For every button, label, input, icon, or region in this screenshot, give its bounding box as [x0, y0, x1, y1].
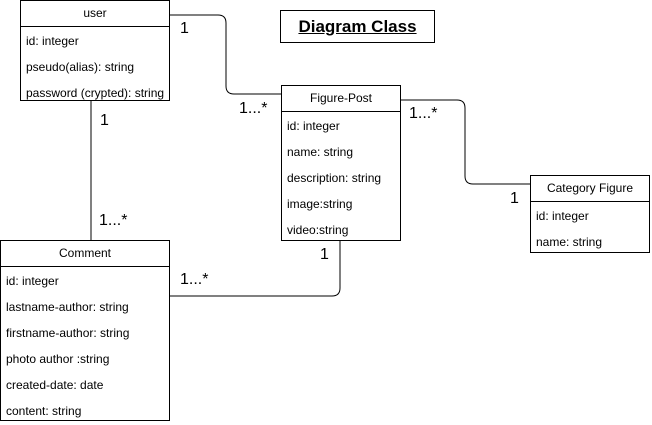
- diagram-title: Diagram Class: [280, 10, 435, 43]
- class-name: Comment: [1, 241, 169, 267]
- multiplicity-label: 1...*: [409, 105, 438, 122]
- multiplicity-label: 1...*: [239, 100, 268, 117]
- association-figure-post-category: [401, 99, 530, 185]
- multiplicity-label: 1: [100, 112, 109, 129]
- attribute-list: id: integer lastname-author: string firs…: [1, 267, 169, 424]
- attribute: id: integer: [6, 274, 59, 288]
- attribute: photo author :string: [6, 352, 110, 366]
- attribute: description: string: [287, 171, 382, 185]
- attribute: created-date: date: [6, 378, 104, 392]
- attribute: pseudo(alias): string: [26, 60, 135, 74]
- attribute: content: string: [6, 404, 82, 418]
- association-figure-post-comment: [170, 241, 341, 297]
- multiplicity-label: 1: [510, 190, 519, 207]
- class-user[interactable]: user id: integer pseudo(alias): string p…: [20, 0, 170, 101]
- attribute: firstname-author: string: [6, 326, 130, 340]
- class-name: Figure-Post: [282, 86, 400, 112]
- attribute: id: integer: [536, 209, 589, 223]
- attribute: image:string: [287, 197, 353, 211]
- attribute: id: integer: [26, 34, 79, 48]
- attribute-list: id: integer pseudo(alias): string passwo…: [21, 27, 169, 106]
- class-comment[interactable]: Comment id: integer lastname-author: str…: [0, 240, 170, 421]
- class-category-figure[interactable]: Category Figure id: integer name: string: [530, 175, 650, 253]
- attribute: video:string: [287, 223, 349, 237]
- association-user-figure-post: [170, 14, 281, 95]
- attribute: lastname-author: string: [6, 300, 129, 314]
- multiplicity-label: 1...*: [99, 212, 128, 229]
- class-figure-post[interactable]: Figure-Post id: integer name: string des…: [281, 85, 401, 241]
- multiplicity-label: 1: [320, 246, 329, 263]
- multiplicity-label: 1: [180, 20, 189, 37]
- attribute-list: id: integer name: string: [531, 202, 649, 255]
- multiplicity-label: 1...*: [180, 271, 209, 288]
- attribute-list: id: integer name: string description: st…: [282, 112, 400, 243]
- attribute: name: string: [536, 235, 603, 249]
- attribute: name: string: [287, 145, 354, 159]
- class-name: user: [21, 1, 169, 27]
- attribute: id: integer: [287, 119, 340, 133]
- class-name: Category Figure: [531, 176, 649, 202]
- attribute: password (crypted): string: [26, 86, 165, 100]
